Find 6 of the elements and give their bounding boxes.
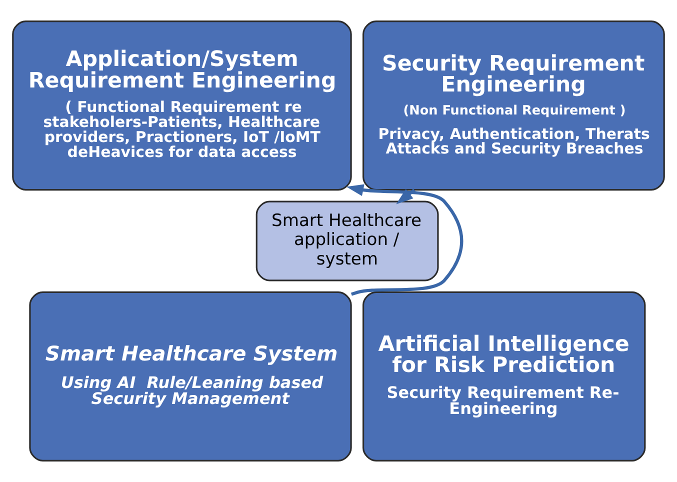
- node-box: Smart Healthcare application / system: [256, 200, 439, 282]
- node-box: Security Requirement Engineering (Non Functional Requirement ) Privacy, Authentication, Therats Attacks and Security Breaches: [362, 20, 665, 191]
- node-box: Application/System Requirement Engineering ( Functional Requirement re stakeholers-Patients, Healthcare providers, Practioners, IoT /IoMT deHeavices for data access: [12, 20, 352, 191]
- node-box: Artificial Intelligence for Risk Prediction Security Requirement Re-Engineering: [362, 291, 646, 462]
- arrow: [346, 184, 464, 296]
- node-box: Smart Healthcare System Using AI Rule/Leaning based Security Management: [29, 291, 352, 462]
